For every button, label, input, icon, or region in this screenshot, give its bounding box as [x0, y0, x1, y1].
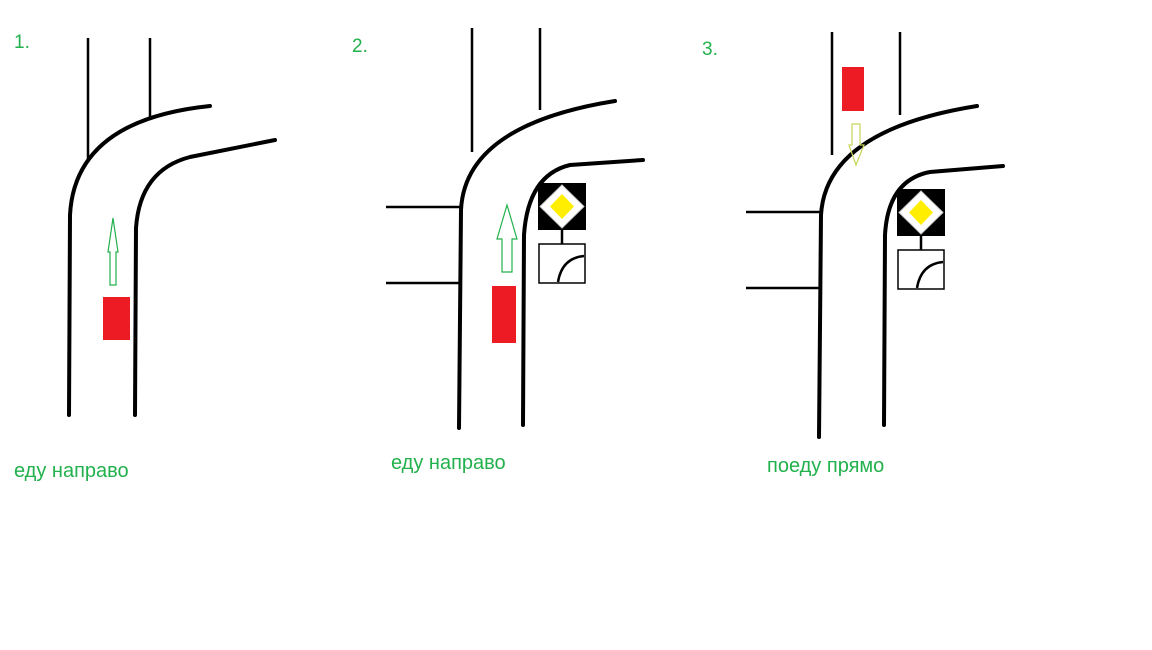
- main-road-sign-icon: [895, 187, 947, 291]
- panel-1: 1. еду направо: [14, 32, 277, 482]
- road-inner-curve: [133, 138, 277, 417]
- road-inner-curve: [521, 158, 645, 427]
- panel-caption: еду направо: [14, 460, 129, 482]
- panel-number: 3.: [702, 39, 718, 60]
- road-outer-curve: [457, 99, 617, 430]
- panel-3: 3. поеду прямо: [702, 32, 1005, 477]
- road-outer-curve: [817, 104, 979, 439]
- panel-2: 2. еду направо: [352, 28, 645, 474]
- car-icon: [103, 297, 130, 340]
- road-outer-curve: [67, 104, 212, 417]
- panel-number: 2.: [352, 36, 368, 57]
- panel-caption: поеду прямо: [767, 455, 884, 477]
- direction-arrow-icon: [496, 202, 518, 273]
- car-icon: [492, 286, 516, 343]
- main-road-sign-icon: [536, 181, 588, 285]
- panel-number: 1.: [14, 32, 30, 53]
- direction-arrow-icon: [107, 217, 119, 286]
- direction-arrow-down-icon: [848, 123, 865, 167]
- panel-caption: еду направо: [391, 452, 506, 474]
- car-icon: [842, 67, 864, 111]
